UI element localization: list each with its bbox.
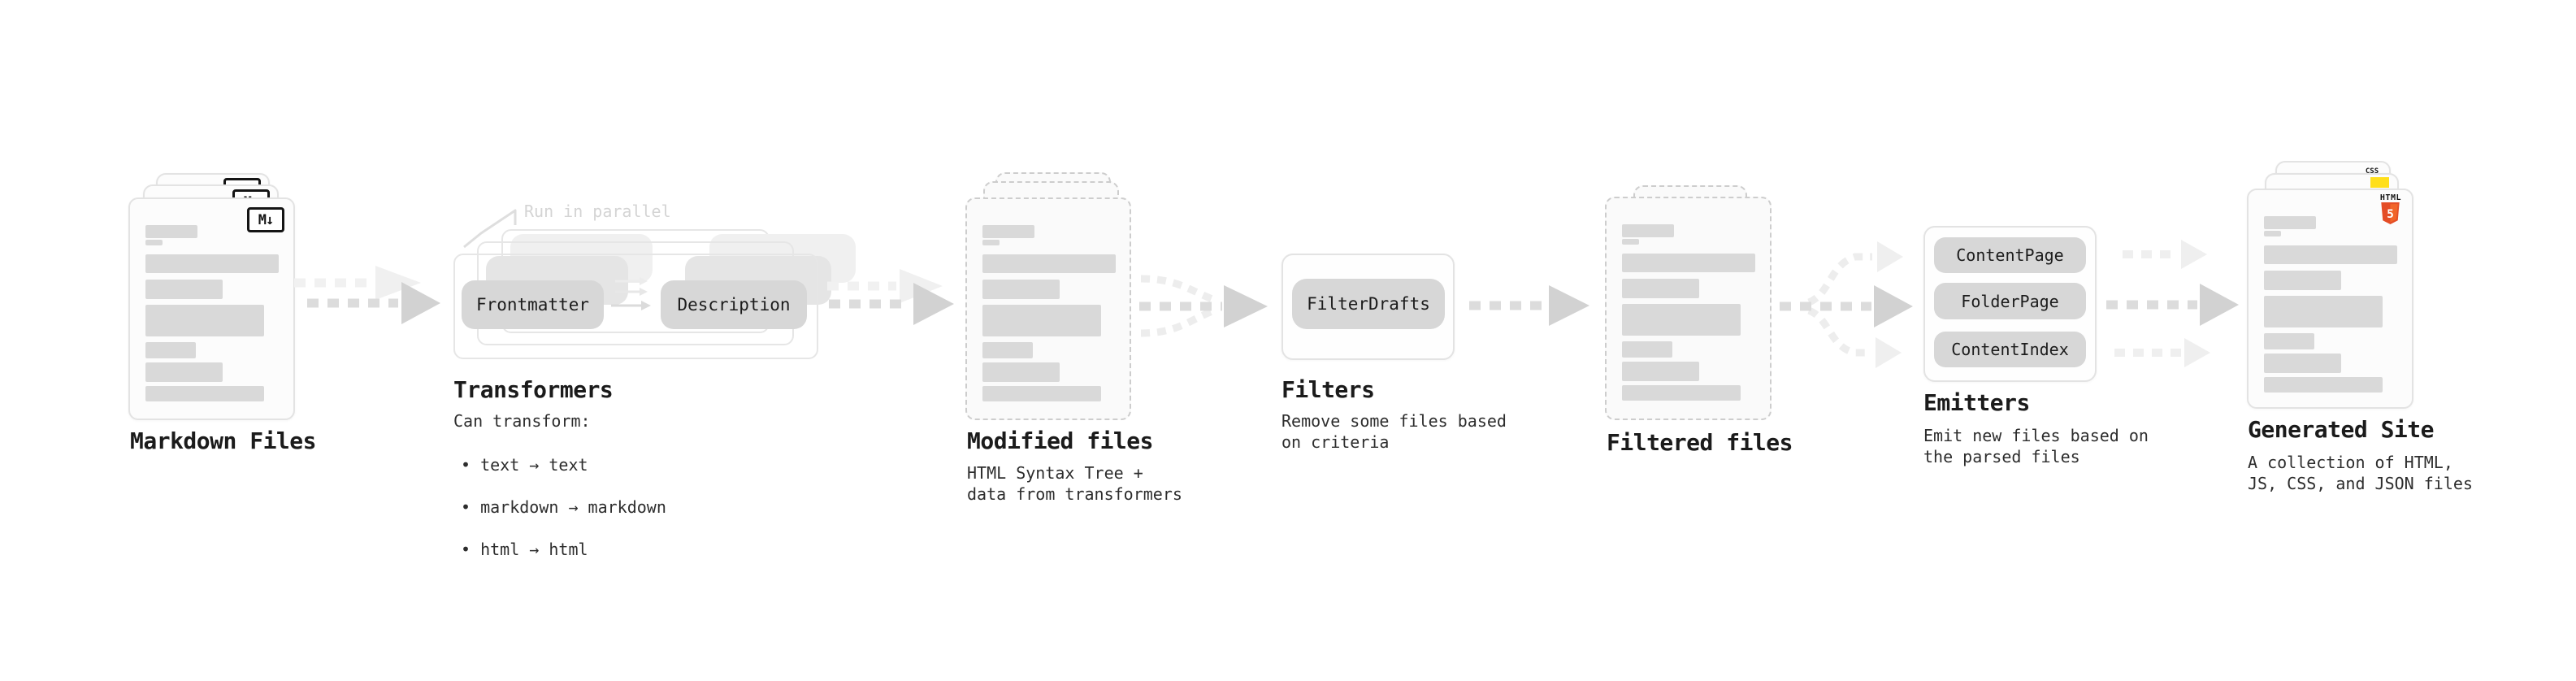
js-file-icon [2370, 177, 2389, 188]
placeholder-bar [982, 240, 1000, 245]
modified-file-card-front [965, 197, 1131, 420]
arrow-filtered-to-emitters-split [1780, 241, 1913, 368]
placeholder-bar [982, 280, 1060, 299]
markdown-files-title: Markdown Files [130, 427, 317, 454]
placeholder-bar [982, 225, 1034, 238]
placeholder-bar [145, 362, 223, 382]
modified-files-subtitle: HTML Syntax Tree + data from transformer… [967, 463, 1182, 504]
placeholder-bar [1622, 341, 1672, 358]
html-file-card: HTML 5 [2247, 189, 2413, 409]
placeholder-bar [145, 342, 196, 358]
placeholder-bar [1622, 254, 1755, 272]
frontmatter-pill: Frontmatter [462, 280, 604, 329]
placeholder-bar [1622, 279, 1699, 298]
filterdrafts-pill: FilterDrafts [1292, 279, 1445, 329]
placeholder-bar [2264, 377, 2383, 393]
placeholder-bar [1622, 239, 1639, 245]
generated-site-subtitle: A collection of HTML, JS, CSS, and JSON … [2248, 453, 2473, 493]
transformers-description-heading: Can transform: [453, 411, 591, 431]
html5-icon: HTML 5 [2380, 193, 2401, 225]
placeholder-bar [145, 240, 163, 245]
arrow-markdown-to-transformers [294, 266, 440, 324]
placeholder-bar [982, 362, 1060, 382]
placeholder-bar [2264, 216, 2316, 229]
placeholder-bar [145, 254, 279, 273]
placeholder-bar [1622, 224, 1674, 237]
run-in-parallel-callout: Run in parallel [524, 202, 671, 221]
filtered-files-title: Filtered files [1607, 429, 1793, 456]
transform-bullet: • text → text [461, 455, 588, 475]
markdown-file-card-front: M↓ [128, 197, 295, 420]
filters-title: Filters [1281, 376, 1375, 403]
svg-text:5: 5 [2387, 208, 2395, 221]
document-content-placeholder [130, 199, 293, 419]
placeholder-bar [145, 280, 223, 299]
placeholder-bar [982, 386, 1101, 401]
generated-site-title: Generated Site [2248, 416, 2435, 443]
filters-subtitle: Remove some files based on criteria [1281, 411, 1507, 452]
placeholder-bar [2264, 333, 2314, 349]
markdown-icon: M↓ [247, 207, 284, 232]
placeholder-bar [982, 305, 1101, 336]
emitters-subtitle: Emit new files based on the parsed files [1923, 426, 2149, 466]
contentindex-pill: ContentIndex [1934, 332, 2086, 367]
emitters-title: Emitters [1923, 389, 2030, 416]
placeholder-bar [145, 305, 264, 336]
arrow-filters-to-filtered [1469, 285, 1589, 326]
placeholder-bar [982, 342, 1033, 358]
transformers-title: Transformers [453, 376, 614, 403]
transformer-card-front [453, 254, 818, 359]
placeholder-bar [1622, 385, 1741, 401]
placeholder-bar [2264, 271, 2341, 290]
placeholder-bar [2264, 231, 2281, 236]
folderpage-pill: FolderPage [1934, 283, 2086, 319]
placeholder-bar [1622, 362, 1699, 381]
document-content-placeholder [2249, 190, 2412, 407]
filtered-file-card-front [1605, 197, 1772, 420]
arrow-emitters-to-site [2106, 240, 2239, 367]
placeholder-bar [982, 254, 1116, 273]
contentpage-pill: ContentPage [1934, 237, 2086, 273]
placeholder-bar [145, 225, 197, 238]
placeholder-bar [1622, 304, 1741, 336]
modified-files-title: Modified files [967, 427, 1154, 454]
arrow-modified-to-filters-merge [1139, 275, 1268, 337]
placeholder-bar [2264, 245, 2397, 264]
transform-bullet: • html → html [461, 540, 588, 559]
description-pill: Description [661, 280, 807, 329]
placeholder-bar [145, 386, 264, 401]
placeholder-bar [2264, 296, 2383, 327]
document-content-placeholder [1607, 198, 1770, 419]
placeholder-bar [2264, 354, 2341, 373]
transform-bullet: • markdown → markdown [461, 497, 666, 517]
document-content-placeholder [967, 199, 1130, 419]
